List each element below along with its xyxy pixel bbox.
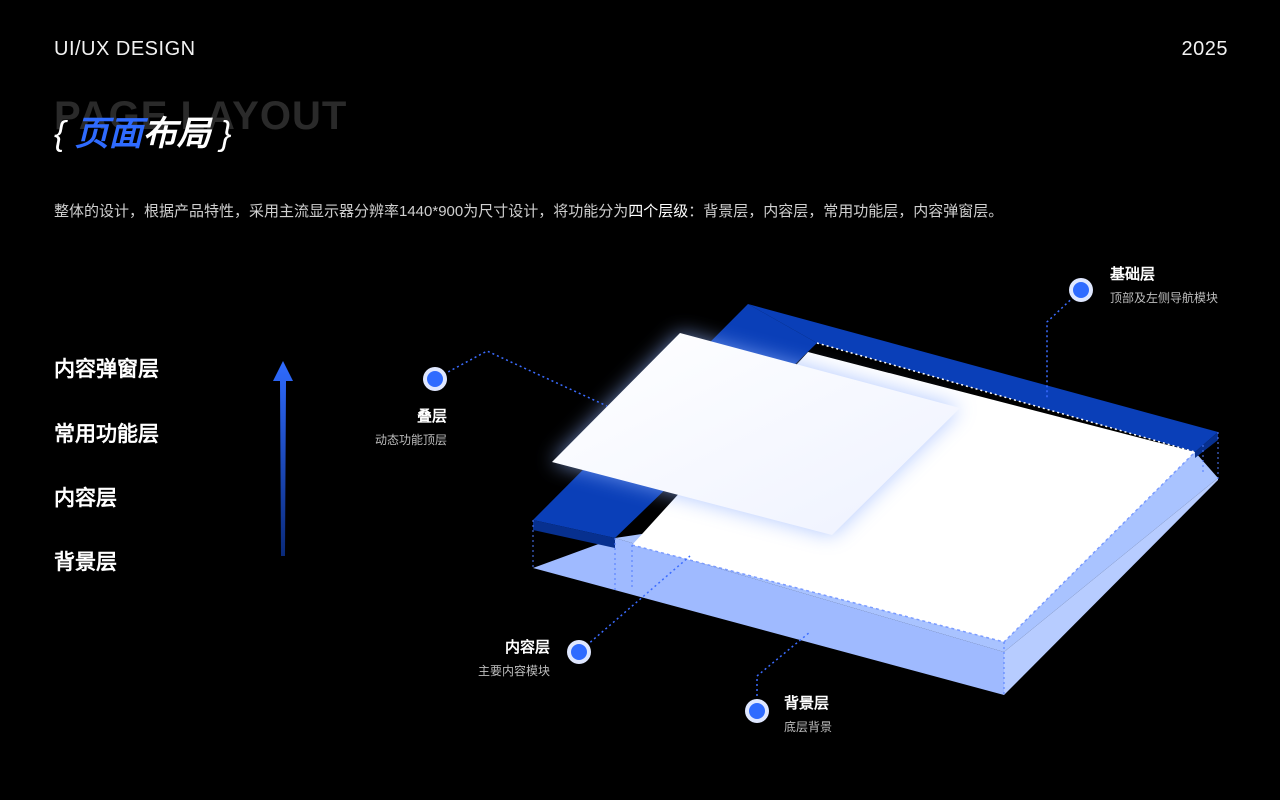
overlay-card — [552, 333, 960, 535]
callout-content-sub: 主要内容模块 — [477, 664, 550, 678]
title-highlight: 页面 — [74, 115, 143, 153]
guide-lines — [532, 432, 1219, 695]
callout-background: 背景层 底层背景 — [784, 692, 832, 735]
callout-dot-background-icon — [745, 699, 769, 723]
year-label: 2025 — [1181, 38, 1228, 60]
level-popup: 内容弹窗层 — [54, 358, 159, 381]
callout-content: 内容层 主要内容模块 — [440, 636, 550, 679]
callout-background-title: 背景层 — [784, 695, 830, 712]
callout-overlay-title: 叠层 — [416, 408, 447, 425]
level-arrow-icon — [273, 361, 293, 556]
background-title: PAGE LAYOUT — [54, 94, 348, 138]
description-suffix: ：背景层，内容层，常用功能层，内容弹窗层。 — [688, 203, 1004, 220]
callout-base: 基础层 顶部及左侧导航模块 — [1110, 263, 1218, 306]
callout-content-title: 内容层 — [504, 639, 550, 656]
page-title: { 页面布局 } — [54, 106, 232, 155]
callout-base-title: 基础层 — [1110, 266, 1156, 283]
title-brace-close: } — [220, 115, 232, 153]
callout-overlay: 叠层 动态功能顶层 — [340, 405, 447, 448]
title-brace-open: { — [54, 115, 66, 153]
callout-dot-base-icon — [1069, 278, 1093, 302]
callout-dot-overlay-icon — [423, 367, 447, 391]
callout-base-sub: 顶部及左侧导航模块 — [1110, 291, 1219, 305]
description-emphasis: 四个层级 — [628, 203, 689, 220]
level-background: 背景层 — [54, 551, 117, 574]
level-content: 内容层 — [54, 487, 117, 510]
callout-overlay-sub: 动态功能顶层 — [374, 433, 447, 447]
brand-label: UI/UX DESIGN — [54, 38, 196, 60]
callout-background-sub: 底层背景 — [784, 720, 833, 734]
description-prefix: 整体的设计，根据产品特性，采用主流显示器分辨率1440*900为尺寸设计，将功能… — [54, 203, 629, 220]
title-rest: 布局 — [142, 115, 211, 153]
callout-dot-content-icon — [567, 640, 591, 664]
description: 整体的设计，根据产品特性，采用主流显示器分辨率1440*900为尺寸设计，将功能… — [54, 200, 1003, 221]
level-common-function: 常用功能层 — [54, 423, 159, 446]
